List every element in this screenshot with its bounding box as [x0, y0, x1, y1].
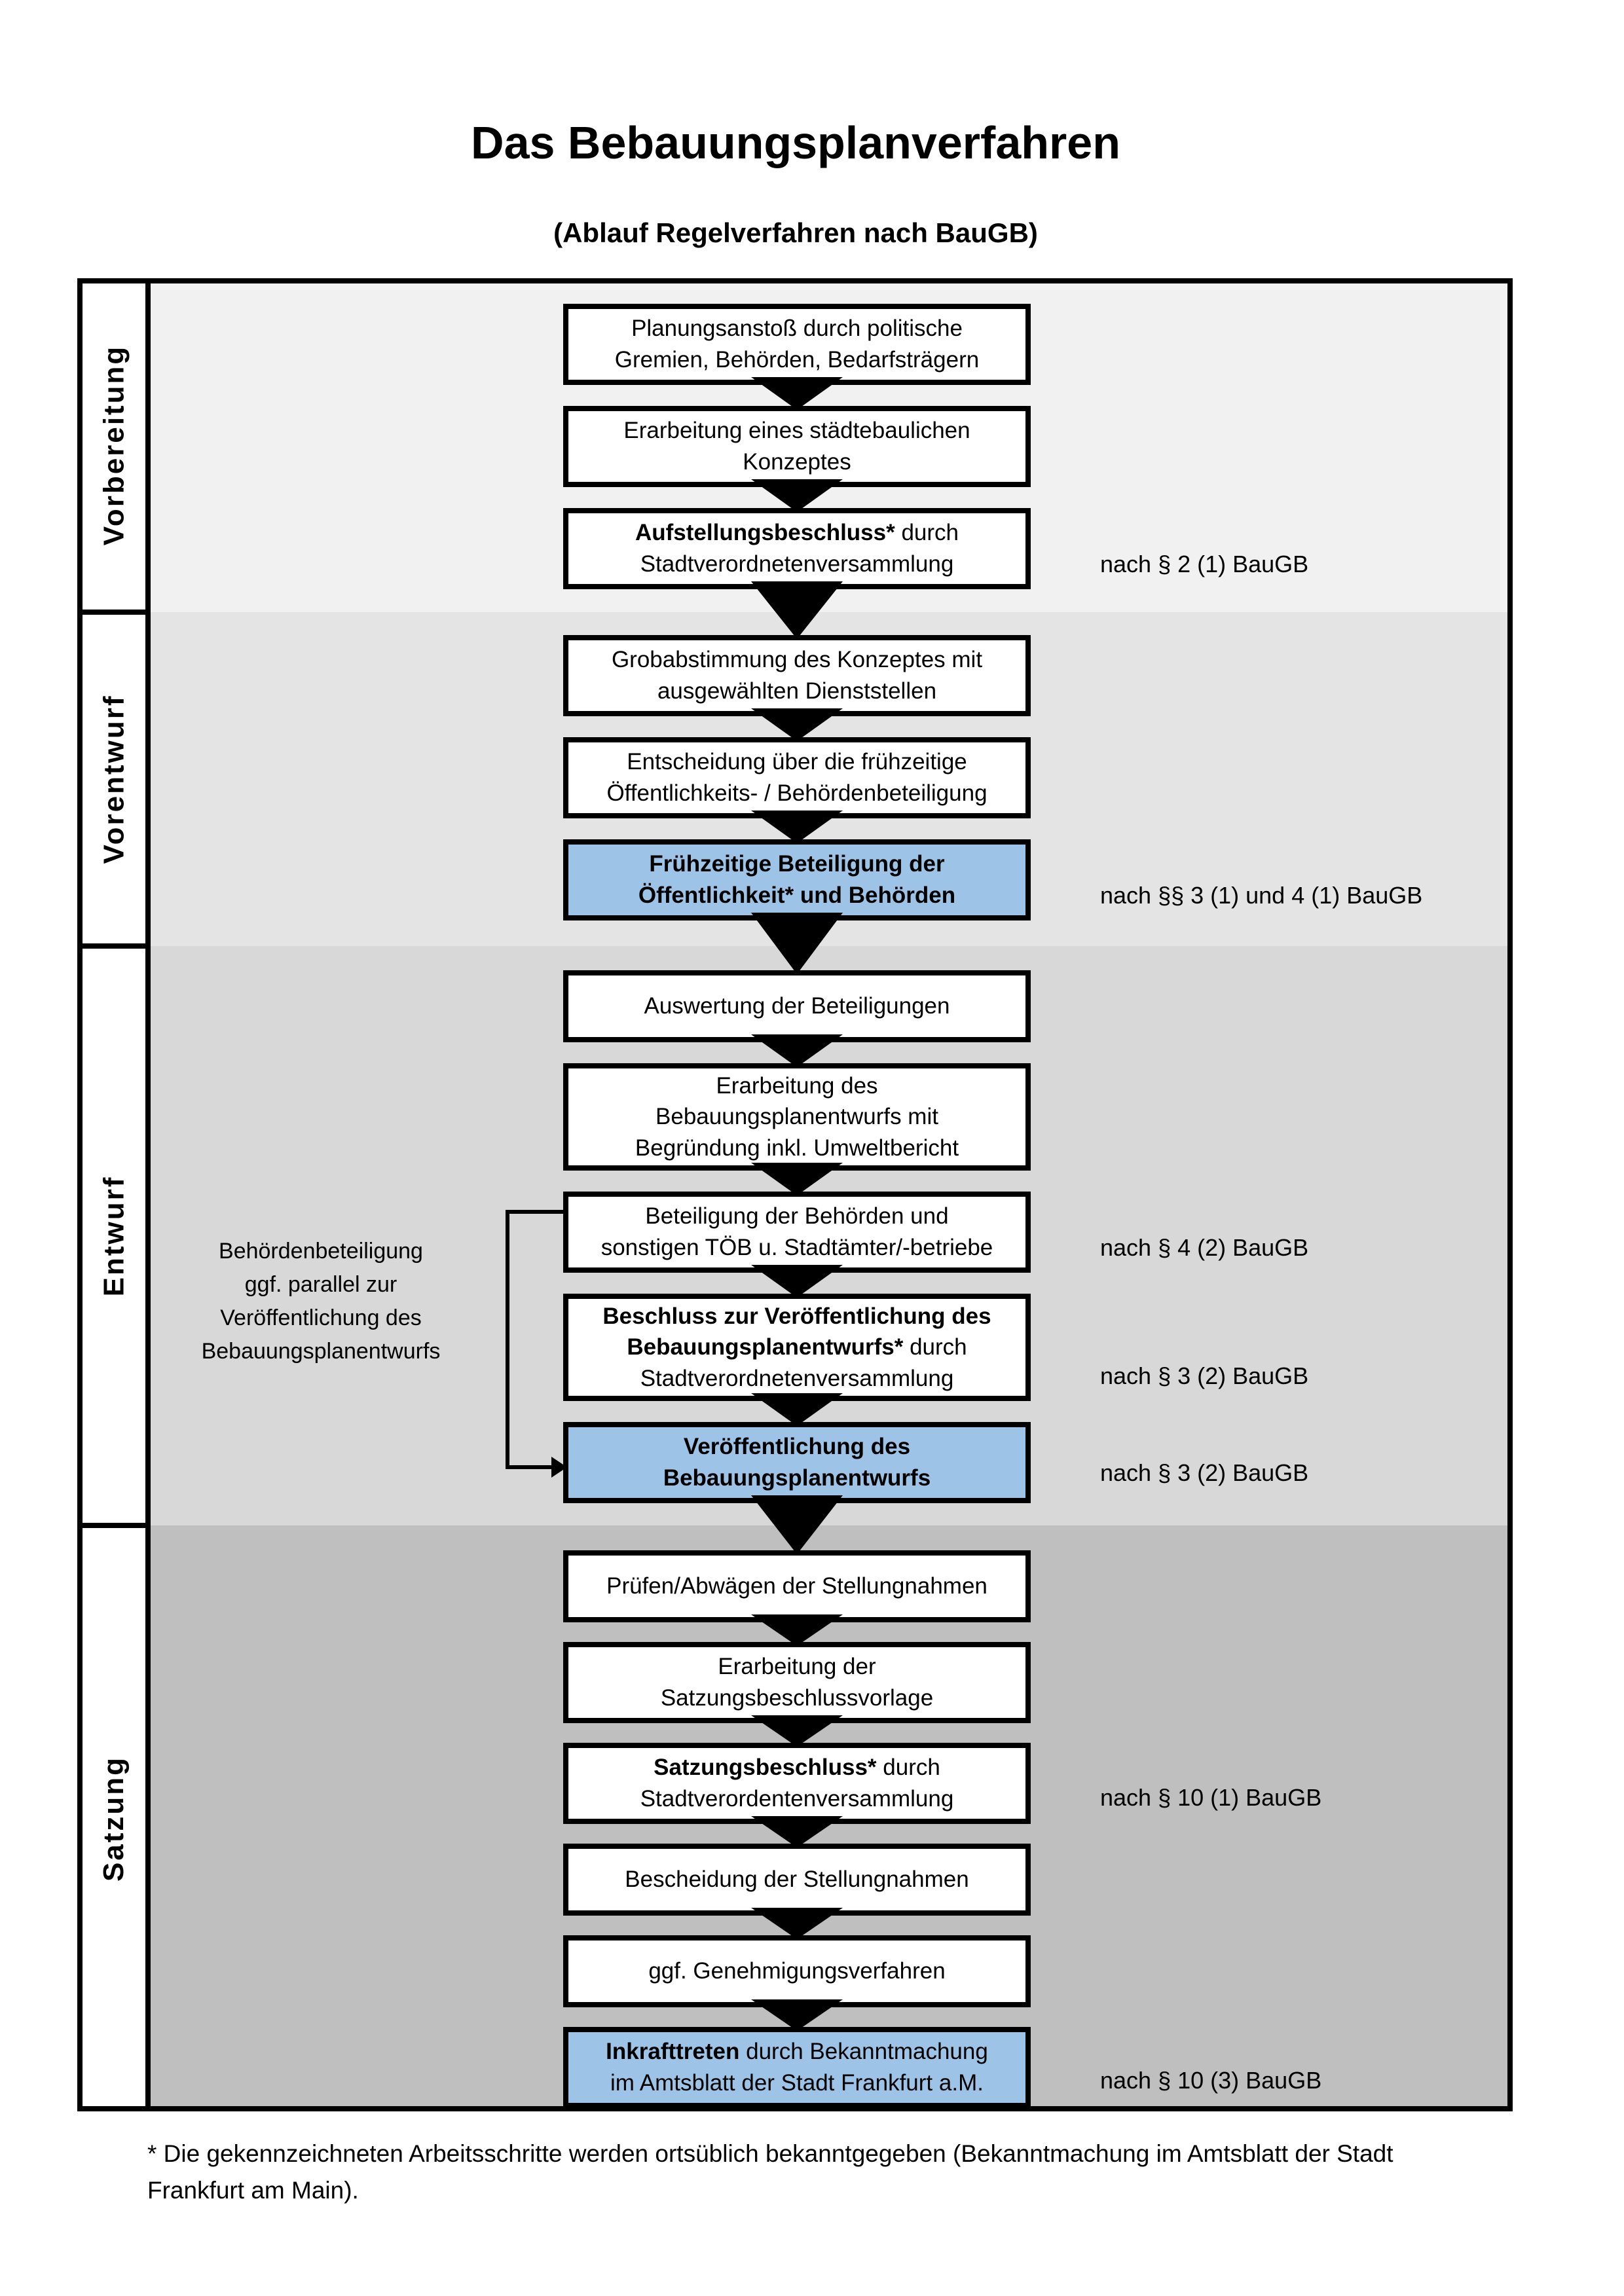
phase-separator	[83, 943, 145, 949]
flow-arrow-down-icon	[751, 1614, 843, 1646]
flow-arrow-down-icon	[751, 1265, 843, 1298]
flow-arrow-down-icon	[751, 1908, 843, 1939]
flow-arrow-down-icon	[751, 1715, 843, 1747]
legal-note: nach § 3 (2) BauGB	[1100, 1362, 1309, 1389]
legal-note: nach § 4 (2) BauGB	[1100, 1234, 1309, 1261]
phase-label-satzung: Satzung	[98, 1755, 130, 1882]
box-beteiligung-behoerden-toeb: Beteiligung der Behörden und sonstigen T…	[563, 1192, 1031, 1273]
box-bescheidung-stellungnahmen: Bescheidung der Stellungnahmen	[563, 1844, 1031, 1916]
legal-note: nach §§ 3 (1) und 4 (1) BauGB	[1100, 882, 1423, 909]
page-title: Das Bebauungsplanverfahren	[471, 117, 1120, 168]
box-fruehzeitige-beteiligung-highlight: Frühzeitige Beteiligung der Öffentlichke…	[563, 839, 1031, 920]
bracket-line-bottom	[506, 1465, 553, 1469]
flow-arrow-down-icon	[751, 1163, 843, 1195]
box-pruefen-abwaegen: Prüfen/Abwägen der Stellungnahmen	[563, 1550, 1031, 1622]
page-subtitle: (Ablauf Regelverfahren nach BauGB)	[553, 217, 1038, 248]
bracket-line-top	[506, 1210, 563, 1214]
box-erarbeitung-bebauungsplanentwurf: Erarbeitung des Bebauungsplanentwurfs mi…	[563, 1063, 1031, 1171]
box-veroeffentlichung-entwurf-highlight: Veröffentlichung des Bebauungsplanentwur…	[563, 1422, 1031, 1503]
box-satzungsbeschluss: Satzungsbeschluss* durch Stadtverordente…	[563, 1743, 1031, 1824]
flow-arrow-down-icon	[751, 913, 843, 974]
flow-arrow-down-icon	[751, 1999, 843, 2031]
box-entscheidung-fruehzeitige-beteiligung: Entscheidung über die frühzeitige Öffent…	[563, 737, 1031, 818]
box-beschluss-veroeffentlichung: Beschluss zur Veröffentlichung des Bebau…	[563, 1294, 1031, 1401]
box-grobabstimmung: Grobabstimmung des Konzeptes mit ausgewä…	[563, 635, 1031, 716]
parallel-procedure-annotation: Behördenbeteiligung ggf. parallel zur Ve…	[201, 1239, 441, 1364]
flow-arrow-down-icon	[751, 708, 843, 741]
flow-arrow-down-icon	[751, 377, 843, 410]
box-staedtebauliches-konzept: Erarbeitung eines städtebaulichen Konzep…	[563, 406, 1031, 487]
legal-note: nach § 2 (1) BauGB	[1100, 551, 1309, 577]
box-inkrafttreten-highlight: Inkrafttreten durch Bekanntmachung im Am…	[563, 2027, 1031, 2108]
phase-label-vorentwurf: Vorentwurf	[98, 694, 130, 864]
box-genehmigungsverfahren: ggf. Genehmigungsverfahren	[563, 1935, 1031, 2007]
phase-label-entwurf: Entwurf	[98, 1175, 130, 1296]
footnote: * Die gekennzeichneten Arbeitsschritte w…	[147, 2140, 1393, 2204]
phase-label-column	[83, 283, 145, 2106]
legal-note: nach § 3 (2) BauGB	[1100, 1459, 1309, 1486]
phase-separator	[83, 610, 145, 615]
legal-note: nach § 10 (3) BauGB	[1100, 2067, 1322, 2094]
flow-arrow-down-icon	[751, 1393, 843, 1426]
phase-separator	[83, 1523, 145, 1528]
box-planungsanstoss: Planungsanstoß durch politische Gremien,…	[563, 304, 1031, 385]
flow-arrow-down-icon	[751, 581, 843, 639]
box-aufstellungsbeschluss: Aufstellungsbeschluss* durch Stadtverord…	[563, 508, 1031, 589]
box-satzungsbeschlussvorlage: Erarbeitung der Satzungsbeschlussvorlage	[563, 1642, 1031, 1723]
legal-note: nach § 10 (1) BauGB	[1100, 1784, 1322, 1811]
flow-arrow-down-icon	[751, 811, 843, 843]
phase-label-vorbereitung: Vorbereitung	[98, 344, 130, 546]
flow-arrow-down-icon	[751, 1495, 843, 1554]
flow-arrow-down-icon	[751, 1034, 843, 1067]
bracket-line-vertical	[506, 1210, 509, 1469]
box-auswertung-beteiligungen: Auswertung der Beteiligungen	[563, 970, 1031, 1042]
flow-arrow-down-icon	[751, 479, 843, 512]
label-column-divider	[145, 283, 151, 2106]
flow-arrow-down-icon	[751, 1816, 843, 1848]
